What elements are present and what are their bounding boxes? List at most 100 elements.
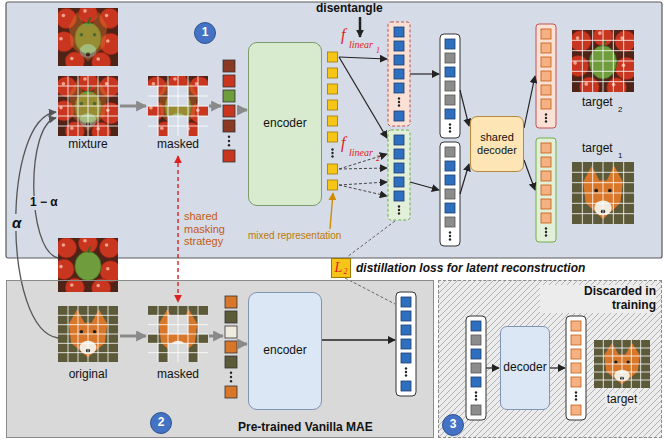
ellipsis-dot	[398, 212, 400, 214]
tomato-shine	[62, 243, 66, 247]
ellipsis-dot	[575, 391, 577, 393]
token	[394, 83, 404, 93]
arrow	[345, 278, 395, 304]
image-label: target	[605, 393, 640, 407]
token-column	[388, 130, 410, 220]
ellipsis-dot	[398, 209, 400, 211]
function-symbol: f	[341, 134, 345, 152]
ellipsis-dot	[475, 398, 477, 400]
masked-patch	[198, 315, 208, 325]
masked-patch	[148, 126, 158, 136]
token	[541, 157, 551, 167]
token-column	[388, 22, 410, 126]
tomato-shine	[96, 57, 100, 61]
ellipsis-dot	[449, 123, 451, 125]
grid-line	[572, 71, 634, 72]
masked-patch	[168, 86, 178, 96]
grid-line	[572, 193, 634, 194]
arrow	[460, 164, 469, 194]
model-panel: Pre-trained Vanilla MAE2encoder	[6, 280, 434, 438]
grid-line	[98, 306, 99, 362]
grid-line	[631, 340, 632, 388]
fox	[594, 340, 650, 388]
pepper-stem	[88, 247, 90, 253]
grid-line	[623, 162, 624, 224]
ellipsis-dot	[230, 376, 232, 378]
grid-line	[148, 343, 208, 344]
ellipsis-dot	[475, 391, 477, 393]
fox	[69, 11, 107, 61]
tomato-shine	[573, 61, 577, 65]
token	[571, 405, 581, 415]
tomato-shine	[105, 14, 109, 18]
node-text: L	[335, 260, 343, 276]
subscript: 2	[376, 154, 380, 163]
arrow	[410, 182, 439, 190]
token	[225, 296, 237, 308]
masked-patch	[178, 325, 188, 335]
token	[394, 135, 404, 145]
ellipsis-dot	[398, 205, 400, 207]
tomato-shine	[62, 82, 66, 86]
callout-number: 3	[442, 414, 464, 436]
token	[445, 53, 455, 63]
ellipsis-dot	[545, 227, 547, 229]
image-label: mixture	[68, 138, 107, 152]
tomato-shine	[173, 77, 177, 81]
fox-eye	[594, 189, 598, 193]
ellipsis-dot	[398, 97, 400, 99]
tomato-shine	[59, 265, 63, 269]
ellipsis-dot	[449, 127, 451, 129]
mix-weight: α	[10, 214, 23, 231]
grid-line	[58, 334, 118, 335]
tomato-shine	[106, 267, 110, 271]
fox-eye	[93, 102, 97, 106]
arrow	[524, 76, 535, 128]
token	[445, 81, 455, 91]
tomato-shine	[106, 39, 110, 43]
arrow	[120, 105, 146, 108]
grid-line	[572, 61, 634, 62]
ellipsis-dot	[398, 104, 400, 106]
grid-line	[148, 116, 208, 117]
token	[225, 386, 237, 398]
token-column	[536, 138, 556, 242]
grid-line	[594, 364, 650, 365]
photo	[572, 162, 634, 224]
token	[445, 95, 455, 105]
photo	[58, 76, 118, 136]
token	[445, 175, 455, 185]
grid-line	[198, 306, 199, 362]
fox-eye	[614, 360, 617, 363]
token	[394, 55, 404, 65]
ellipsis-dot	[230, 372, 232, 374]
token	[541, 171, 551, 181]
grid-line	[188, 76, 189, 136]
ellipsis-dot	[545, 234, 547, 236]
ellipsis-dot	[449, 231, 451, 233]
grid-line	[594, 380, 650, 381]
masked-patch	[178, 353, 188, 362]
fox-ground	[148, 306, 208, 362]
ellipsis-dot	[398, 101, 400, 103]
arrow	[460, 90, 469, 126]
node-text: decoder	[503, 361, 546, 375]
tomato-shine	[598, 31, 602, 35]
ellipsis-dot	[545, 120, 547, 122]
tomato-shine	[62, 14, 66, 18]
token	[401, 297, 411, 307]
tomato-shine	[70, 283, 74, 287]
masked-patch	[178, 315, 188, 325]
subscript: 2	[618, 105, 622, 114]
masked-patch	[168, 325, 178, 335]
grid-line	[58, 126, 118, 127]
ellipsis-dot	[545, 113, 547, 115]
grid-line	[98, 76, 99, 136]
image-label: target	[582, 96, 613, 110]
ellipsis-dot	[449, 238, 451, 240]
encoder-box: encoder	[248, 292, 322, 410]
decoder-box: shared decoder	[470, 116, 524, 172]
token	[445, 39, 455, 49]
masked-patch	[148, 86, 158, 96]
token	[571, 377, 581, 387]
